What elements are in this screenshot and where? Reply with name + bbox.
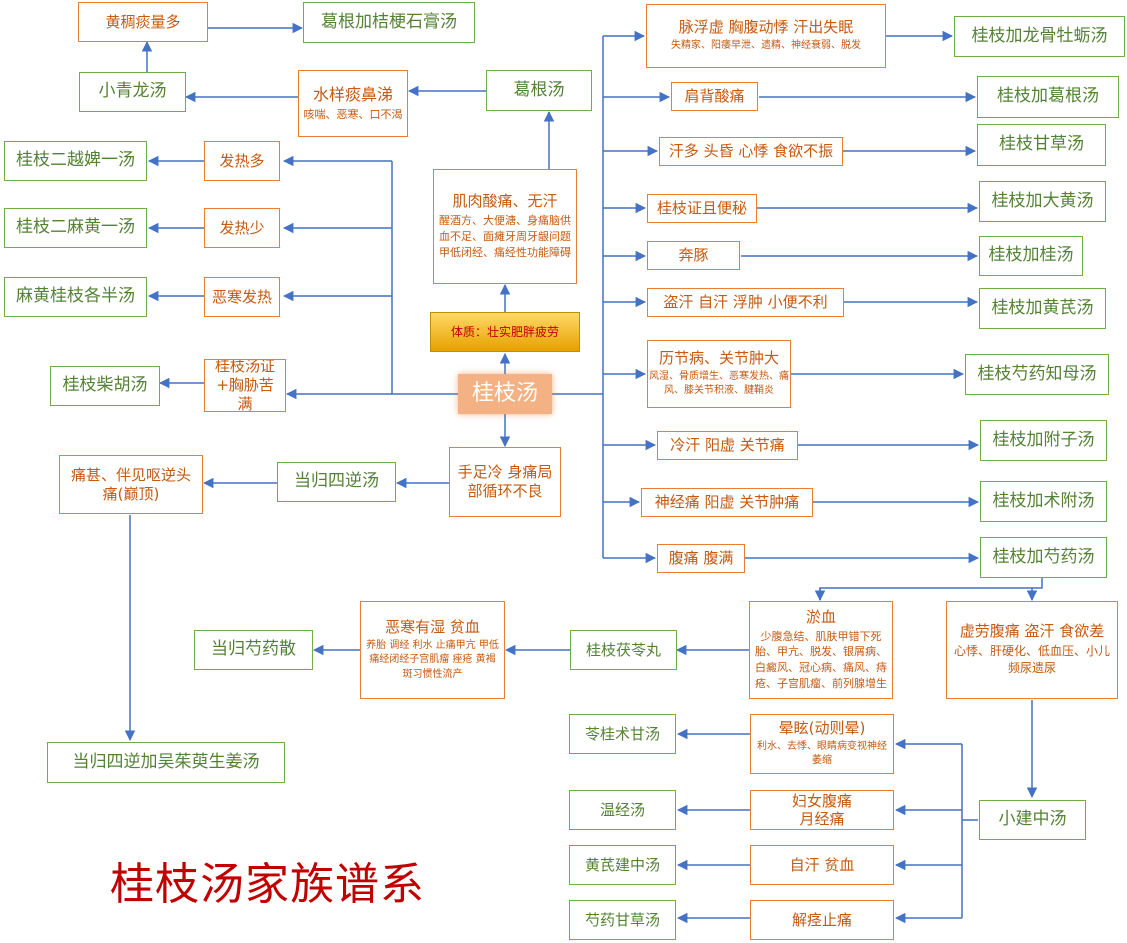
node-lijie-detail: 风湿、骨质增生、恶寒发热、痛风、膝关节积液、腱鞘炎 [649, 370, 789, 397]
node-lijie-title: 历节病、关节肿大 [658, 349, 779, 368]
node-ehan-shi-title: 恶寒有湿 贫血 [385, 617, 480, 636]
node-yuebi-tang[interactable]: 桂枝二越婢一汤 [4, 141, 147, 181]
node-longgu-tang[interactable]: 桂枝加龙骨牡蛎汤 [954, 16, 1125, 57]
node-lenghan[interactable]: 冷汗 阳虚 关节痛 [657, 431, 798, 460]
node-fuling-wan[interactable]: 桂枝茯苓丸 [570, 630, 677, 670]
node-bianmi[interactable]: 桂枝证且便秘 [647, 194, 757, 223]
node-lijie[interactable]: 历节病、关节肿大 风湿、骨质增生、恶寒发热、痛风、膝关节积液、腱鞘炎 [647, 340, 791, 408]
node-yuxue[interactable]: 淤血 少腹急结、肌肤甲错下死胎、甲亢、脱发、银屑病、白癜风、冠心病、痛风、痔疮、… [749, 601, 893, 699]
node-tizhi: 体质：壮实肥胖疲劳 [430, 312, 580, 352]
node-shuiyang-detail: 咳喘、恶寒、口不渴 [303, 107, 403, 121]
node-jirou-detail: 醒酒方、大便溏、身痛脑供血不足、面瘫牙周牙龈问题甲低闭经、痛经性功能障碍 [439, 213, 571, 259]
node-farere-shao[interactable]: 发热少 [204, 208, 280, 248]
node-wenjing-tang[interactable]: 温经汤 [569, 790, 676, 830]
node-guizhi-tang[interactable]: 桂枝汤 [458, 374, 552, 414]
node-daohan[interactable]: 盗汗 自汗 浮肿 小便不利 [647, 288, 844, 317]
node-huangchou[interactable]: 黄稠痰量多 [78, 2, 208, 42]
node-chaihu-tang[interactable]: 桂枝柴胡汤 [50, 366, 160, 406]
node-jiagui-tang[interactable]: 桂枝加桂汤 [979, 236, 1083, 276]
node-huangqi-jianzhong-tang[interactable]: 黄芪建中汤 [569, 845, 676, 885]
node-gegen-jie-tang[interactable]: 葛根加桔梗石膏汤 [303, 2, 475, 43]
node-shaoyao-gancao-tang[interactable]: 芍药甘草汤 [569, 900, 676, 940]
node-xiaoqinglong-tang[interactable]: 小青龙汤 [79, 72, 186, 112]
node-ehan-shi-detail: 养胎 调经 利水 止痛甲亢 甲低 痛经闭经子宫肌瘤 痤疮 黄褐斑习惯性流产 [366, 639, 499, 680]
node-zihan[interactable]: 自汗 贫血 [750, 845, 894, 885]
node-xiongxie[interactable]: 桂枝汤证+胸胁苦满 [204, 359, 286, 412]
node-jiejing[interactable]: 解痉止痛 [750, 900, 894, 940]
node-danggui-wuzhu-tang[interactable]: 当归四逆加吴茱萸生姜汤 [47, 742, 285, 783]
node-jirou-title: 肌肉酸痛、无汗 [452, 192, 558, 211]
node-futong[interactable]: 腹痛 腹满 [657, 544, 745, 573]
node-xuanyun-title: 晕眩(动则晕) [778, 719, 866, 738]
node-maifuxu-detail: 失精家、阳痿早泄、遗精、神经衰弱、脱发 [671, 40, 861, 52]
link-xiaojianzhong-trunk [961, 744, 978, 918]
diagram-title: 桂枝汤家族谱系 [110, 859, 425, 910]
link-trunk-right [552, 36, 604, 558]
node-yuxue-detail: 少腹急结、肌肤甲错下死胎、甲亢、脱发、银屑病、白癜风、冠心病、痛风、痔疮、子宫肌… [755, 629, 887, 691]
node-maifuxu[interactable]: 脉浮虚 胸腹动悸 汗出失眠 失精家、阳痿早泄、遗精、神经衰弱、脱发 [646, 4, 886, 68]
node-zhimu-tang[interactable]: 桂枝芍药知母汤 [965, 354, 1109, 395]
node-gegen-tang[interactable]: 葛根汤 [486, 70, 592, 111]
node-danggui-sini-tang[interactable]: 当归四逆汤 [277, 462, 396, 502]
node-handuo[interactable]: 汗多 头昏 心悸 食欲不振 [659, 137, 843, 166]
node-xulao-detail: 心悸、肝硬化、低血压、小儿频尿遗尿 [953, 643, 1110, 676]
node-shuiyang-title: 水样痰鼻涕 [312, 84, 393, 104]
node-tongshen[interactable]: 痛甚、伴见呕逆头痛(巅顶) [59, 455, 203, 514]
node-xulao[interactable]: 虚劳腹痛 盗汗 食欲差 心悸、肝硬化、低血压、小儿频尿遗尿 [946, 601, 1118, 699]
node-funv[interactable]: 妇女腹痛月经痛 [750, 790, 894, 830]
node-yuxue-title: 淤血 [805, 607, 836, 626]
node-dahuang-tang[interactable]: 桂枝加大黄汤 [979, 181, 1106, 222]
node-maifuxu-title: 脉浮虚 胸腹动悸 汗出失眠 [678, 18, 854, 37]
node-huangqi-tang[interactable]: 桂枝加黄芪汤 [979, 288, 1106, 329]
node-fuzi-tang[interactable]: 桂枝加附子汤 [980, 420, 1107, 461]
node-linggui-tang[interactable]: 苓桂术甘汤 [569, 714, 676, 754]
node-ehan-shi[interactable]: 恶寒有湿 贫血 养胎 调经 利水 止痛甲亢 甲低 痛经闭经子宫肌瘤 痤疮 黄褐斑… [360, 601, 505, 699]
node-jirou[interactable]: 肌肉酸痛、无汗 醒酒方、大便溏、身痛脑供血不足、面瘫牙周牙龈问题甲低闭经、痛经性… [433, 169, 577, 284]
node-shenjing[interactable]: 神经痛 阳虚 关节肿痛 [641, 488, 813, 517]
node-gancao-tang[interactable]: 桂枝甘草汤 [977, 124, 1106, 166]
node-bentun[interactable]: 奔豚 [647, 241, 740, 270]
node-ehan-fare[interactable]: 恶寒发热 [204, 277, 280, 317]
link-shaoyao-split [819, 578, 1042, 600]
node-jianbei[interactable]: 肩背酸痛 [671, 82, 758, 111]
node-shaoyao-tang[interactable]: 桂枝加芍药汤 [980, 537, 1107, 578]
node-shouzu[interactable]: 手足冷 身痛局部循环不良 [449, 447, 561, 517]
node-zhufu-tang[interactable]: 桂枝加术附汤 [980, 481, 1107, 522]
node-shuiyang[interactable]: 水样痰鼻涕 咳喘、恶寒、口不渴 [298, 70, 408, 137]
node-xuanyun-detail: 利水、去悸、眼睛病变视神经萎缩 [757, 740, 887, 767]
node-xulao-title: 虚劳腹痛 盗汗 食欲差 [959, 622, 1105, 641]
node-xiaojianzhong-tang[interactable]: 小建中汤 [979, 800, 1086, 840]
node-jia-gegen-tang[interactable]: 桂枝加葛根汤 [977, 76, 1119, 118]
node-mahuang-ban-tang[interactable]: 麻黄桂枝各半汤 [4, 277, 147, 317]
node-xuanyun[interactable]: 晕眩(动则晕) 利水、去悸、眼睛病变视神经萎缩 [750, 714, 894, 774]
node-mahuang1-tang[interactable]: 桂枝二麻黄一汤 [4, 208, 147, 248]
node-danggui-shaoyao-san[interactable]: 当归芍药散 [194, 630, 313, 670]
node-farere-duo[interactable]: 发热多 [204, 141, 280, 181]
